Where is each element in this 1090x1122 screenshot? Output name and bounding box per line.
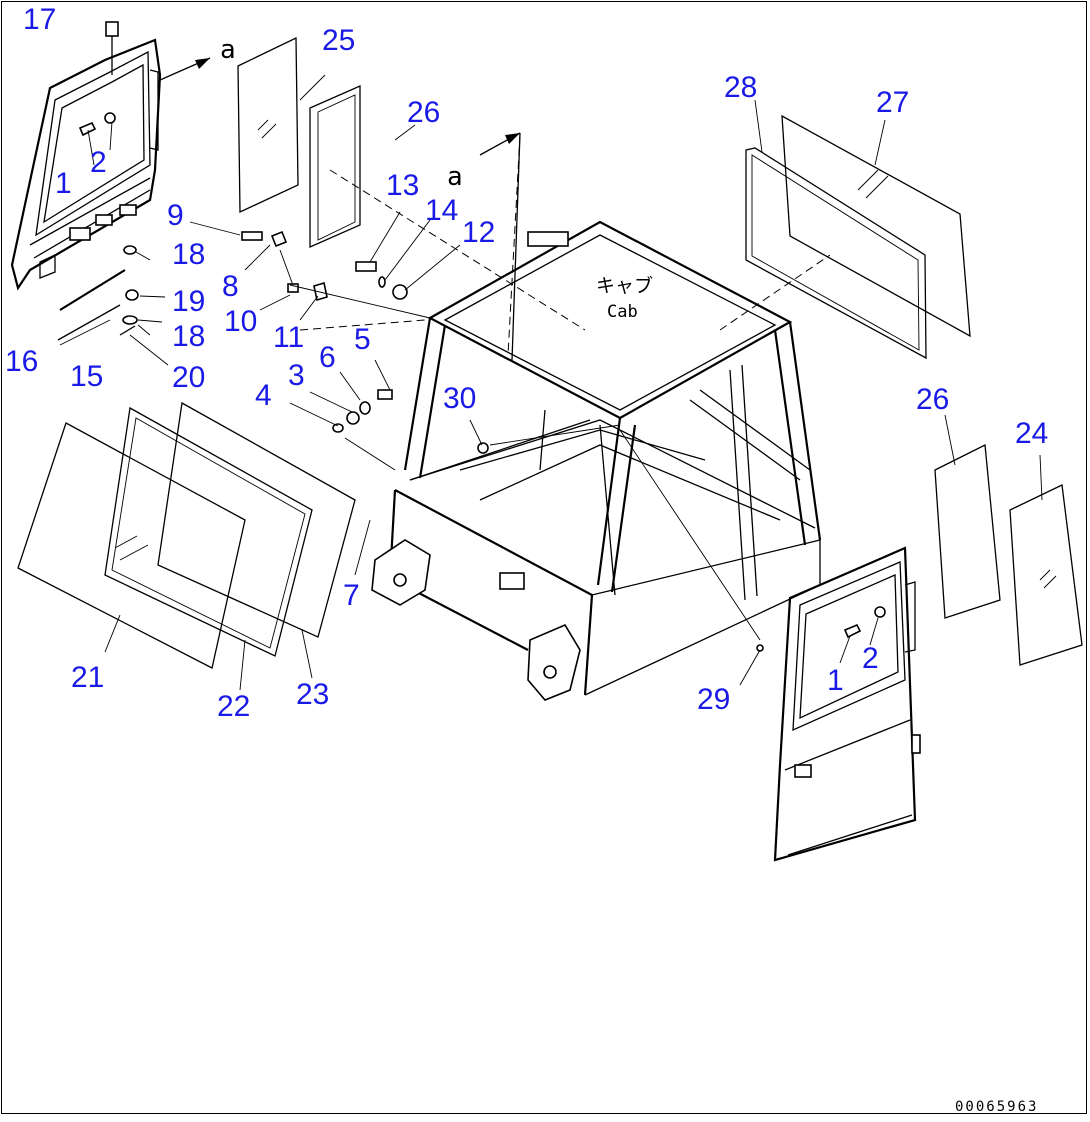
callout-29: 29	[697, 683, 730, 716]
arrow-a-left	[159, 57, 211, 81]
callout-18b: 18	[172, 320, 205, 353]
callout-7: 7	[343, 579, 360, 612]
callout-18: 18	[172, 238, 205, 271]
callout-20: 20	[172, 361, 205, 394]
callout-21: 21	[71, 661, 104, 694]
callout-17: 17	[23, 3, 56, 36]
bolt-17	[105, 21, 119, 75]
callout-5: 5	[354, 323, 371, 356]
callout-26: 26	[407, 96, 440, 129]
callout-28: 28	[724, 71, 757, 104]
callout-23: 23	[296, 678, 329, 711]
callout-11: 11	[273, 321, 304, 354]
callout-14: 14	[425, 194, 458, 227]
leader-lines	[59, 74, 1043, 691]
left-door	[10, 38, 162, 291]
callout-26b: 26	[916, 383, 949, 416]
cab-label-jp: キャブ	[596, 274, 653, 297]
callout-2b: 2	[862, 642, 879, 675]
cab-body	[371, 220, 822, 701]
callout-8: 8	[222, 270, 239, 303]
glass-28	[745, 147, 927, 360]
callout-30: 30	[443, 382, 476, 415]
callout-1: 1	[55, 167, 72, 200]
callout-3: 3	[288, 359, 305, 392]
glass-24	[1009, 484, 1083, 666]
cab-label-en: Cab	[607, 302, 638, 322]
callout-10: 10	[224, 305, 257, 338]
view-mark-a-left: a	[220, 35, 236, 65]
reference-lines	[289, 134, 831, 641]
drawing-code: 00065963	[955, 1099, 1038, 1115]
callout-9: 9	[167, 199, 184, 232]
glass-25	[237, 36, 299, 214]
glass-26-right	[934, 443, 1001, 619]
callout-13: 13	[386, 169, 419, 202]
right-door	[773, 546, 921, 862]
glass-27	[781, 114, 971, 338]
glass-22	[104, 406, 313, 657]
glass-21	[17, 422, 246, 669]
callout-19: 19	[172, 285, 205, 318]
callout-labels: 17 25 26 1 2 9 18 8 19 10 11 16 15 18 20…	[5, 3, 1048, 1115]
callout-25: 25	[322, 24, 355, 57]
glass-26-top	[309, 85, 361, 248]
callout-1b: 1	[827, 664, 844, 697]
callout-2: 2	[90, 146, 107, 179]
view-mark-a-cab: a	[447, 162, 463, 192]
callout-27: 27	[876, 86, 909, 119]
callout-4: 4	[255, 379, 272, 412]
callout-22: 22	[217, 690, 250, 723]
callout-6: 6	[319, 341, 336, 374]
callout-16: 16	[5, 345, 38, 378]
arrow-a-cab	[479, 132, 521, 361]
small-parts-left	[57, 230, 764, 652]
glass-23	[157, 401, 356, 638]
callout-24: 24	[1015, 417, 1048, 450]
callout-12: 12	[462, 216, 495, 249]
callout-15: 15	[70, 360, 103, 393]
